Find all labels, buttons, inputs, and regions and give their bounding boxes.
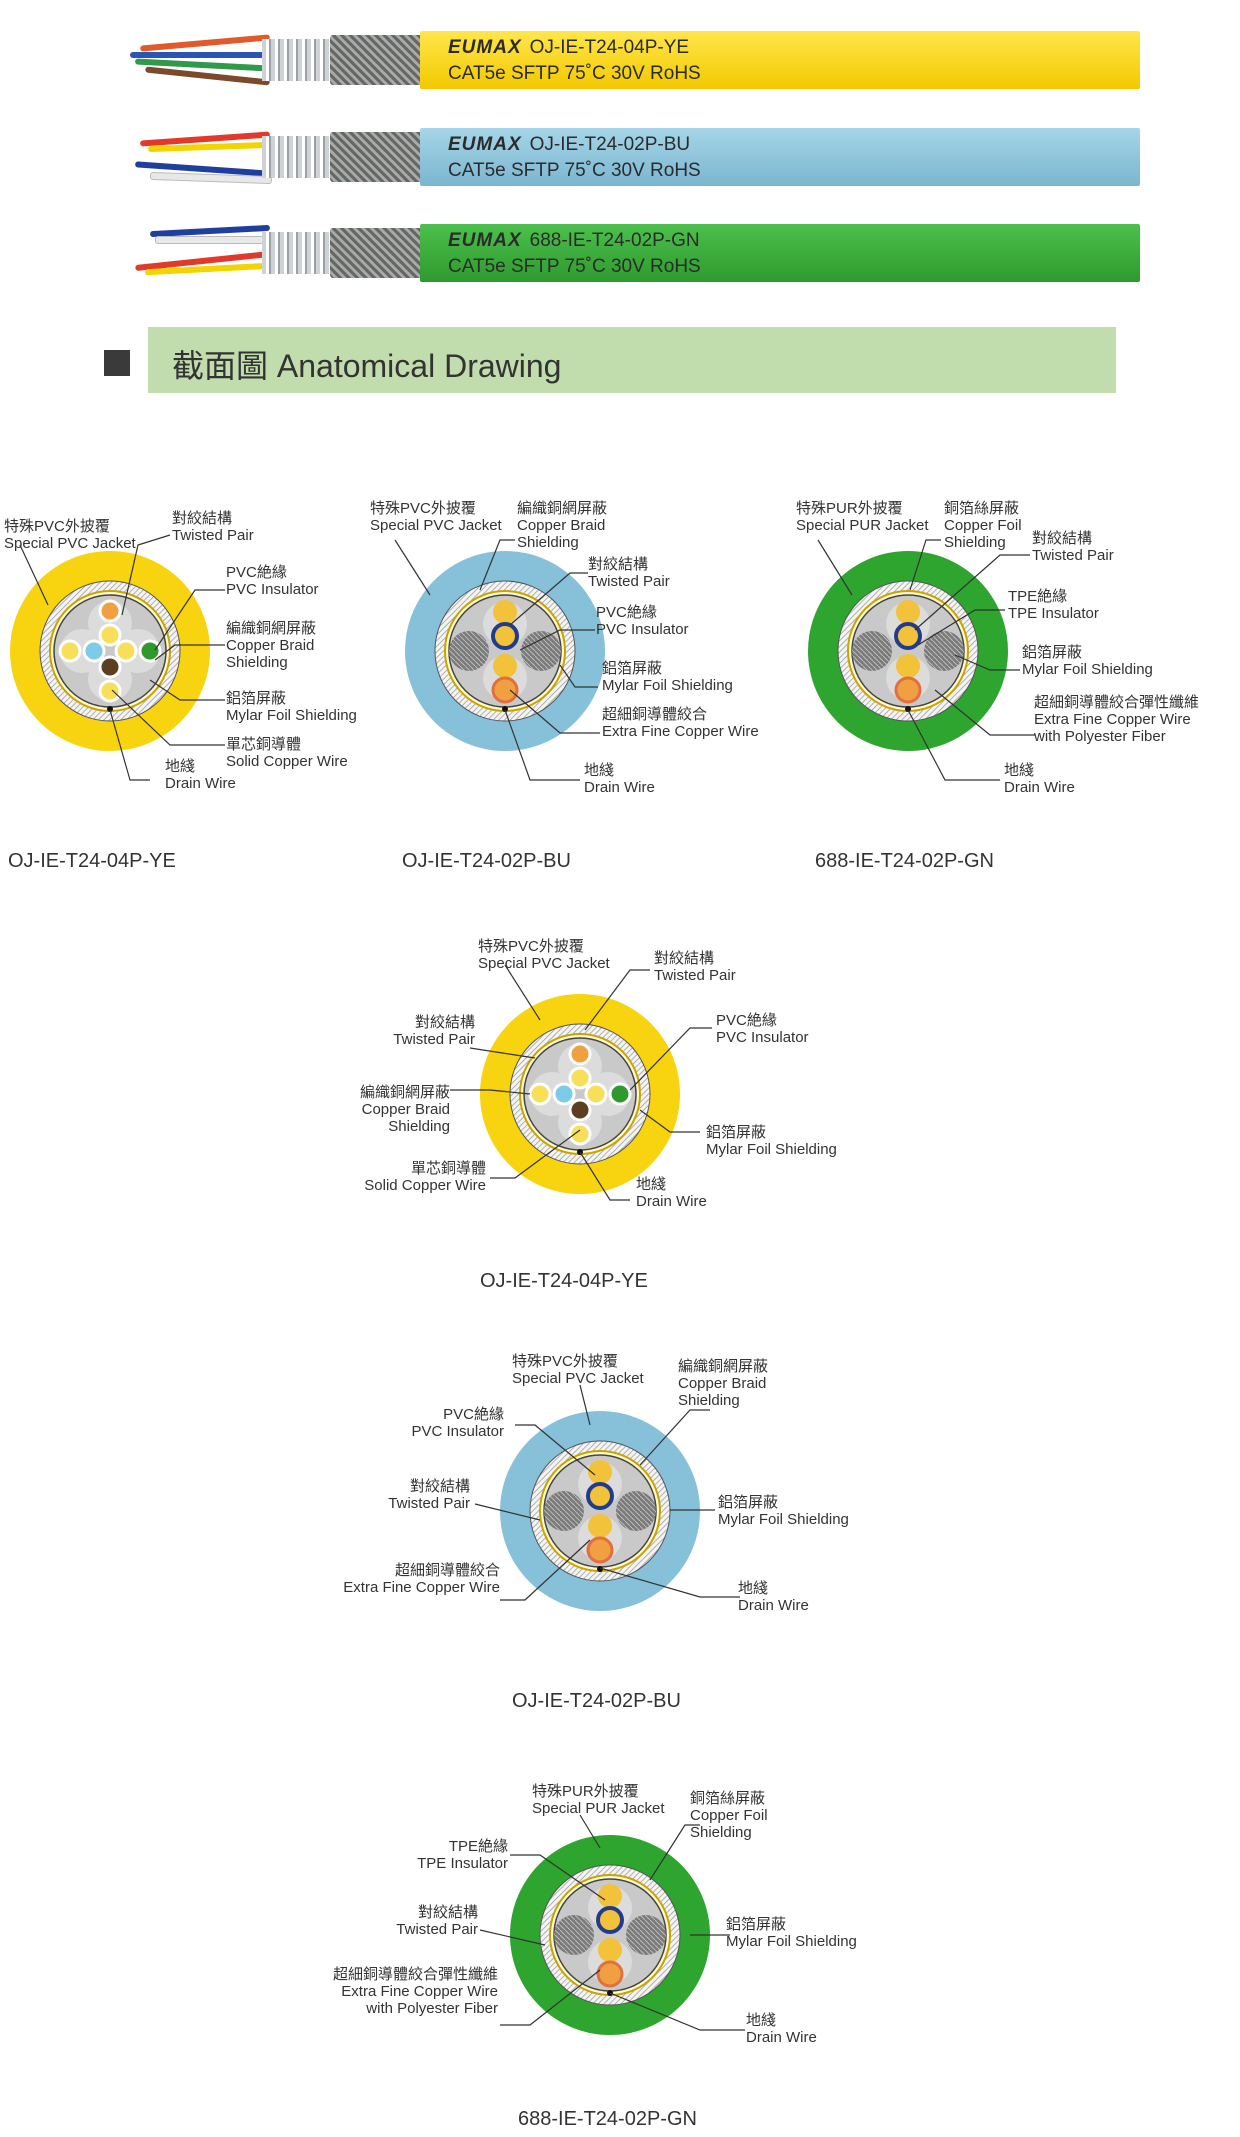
model-name: OJ-IE-T24-02P-BU <box>512 1690 681 1712</box>
model-name: 688-IE-T24-02P-GN <box>815 850 994 872</box>
cable-jacket-green <box>420 224 1140 282</box>
cable-brand: EUMAX <box>448 37 522 58</box>
cable-spec: CAT5e SFTP 75˚C 30V RoHS <box>448 63 701 84</box>
cable-image-blue: EUMAX OJ-IE-T24-02P-BU CAT5e SFTP 75˚C 30… <box>130 122 1140 192</box>
section-header: 截面圖 Anatomical Drawing <box>148 327 1116 393</box>
cable-model: OJ-IE-T24-02P-BU <box>529 134 691 155</box>
model-name: 688-IE-T24-02P-GN <box>518 2108 697 2130</box>
cable-image-green: EUMAX 688-IE-T24-02P-GN CAT5e SFTP 75˚C 3… <box>130 218 1140 288</box>
cable-jacket-yellow <box>420 31 1140 89</box>
section-title: 截面圖 Anatomical Drawing <box>172 348 562 384</box>
cable-brand: EUMAX <box>448 134 522 155</box>
cable-spec: CAT5e SFTP 75˚C 30V RoHS <box>448 160 701 181</box>
model-name: OJ-IE-T24-02P-BU <box>402 850 571 872</box>
model-name: OJ-IE-T24-04P-YE <box>480 1270 648 1292</box>
cable-brand: EUMAX <box>448 230 522 251</box>
cable-model: 688-IE-T24-02P-GN <box>529 230 700 251</box>
section-bullet <box>104 350 130 376</box>
cable-spec: CAT5e SFTP 75˚C 30V RoHS <box>448 256 701 277</box>
model-name: OJ-IE-T24-04P-YE <box>8 850 176 872</box>
cable-jacket-blue <box>420 128 1140 186</box>
cable-image-yellow: EUMAX OJ-IE-T24-04P-YE CAT5e SFTP 75˚C 30… <box>130 25 1140 95</box>
cable-model: OJ-IE-T24-04P-YE <box>529 37 690 58</box>
